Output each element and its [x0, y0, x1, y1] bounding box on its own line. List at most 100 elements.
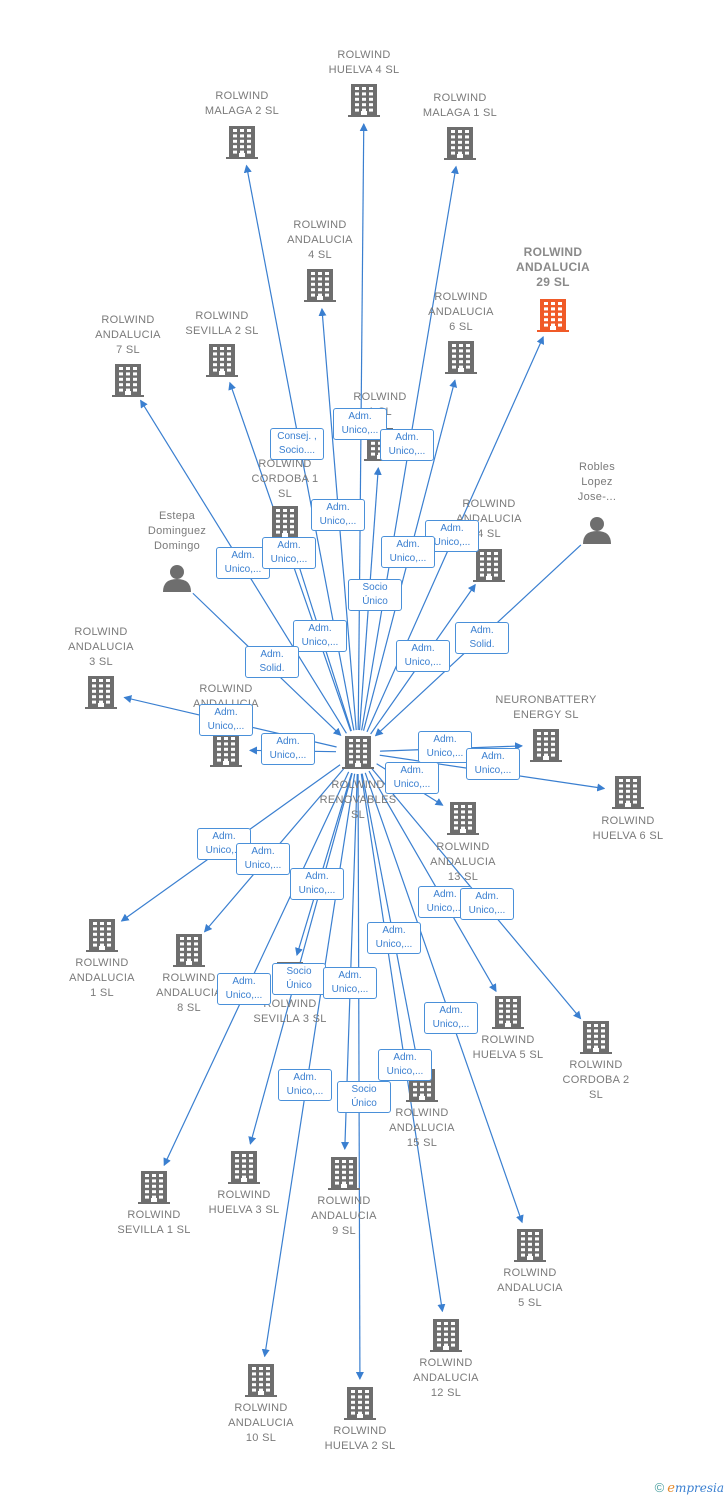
building-icon[interactable] — [580, 1021, 612, 1054]
node-label-andalucia7[interactable]: ROLWIND ANDALUCIA 7 SL — [95, 314, 161, 356]
node-label-andalucia12[interactable]: ROLWIND ANDALUCIA 12 SL — [413, 1357, 479, 1399]
edge-role-label[interactable]: Adm. Unico,... — [236, 843, 290, 875]
node-label-andalucia10[interactable]: ROLWIND ANDALUCIA 10 SL — [228, 1402, 294, 1444]
node-label-andalucia15[interactable]: ROLWIND ANDALUCIA 15 SL — [389, 1107, 455, 1149]
icon-layer — [85, 84, 644, 1420]
edge-role-label[interactable]: Adm. Unico,... — [460, 888, 514, 920]
edge-role-label[interactable]: Adm. Unico,... — [261, 733, 315, 765]
brand-e: e — [667, 1481, 675, 1496]
building-icon[interactable] — [228, 1151, 260, 1184]
edge-role-label[interactable]: Adm. Solid. — [245, 646, 299, 678]
person-icon[interactable] — [163, 565, 191, 592]
center-building-icon[interactable] — [342, 736, 374, 769]
node-label-robles[interactable]: Robles Lopez Jose-... — [577, 461, 617, 503]
edge-role-label[interactable]: Socio Único — [272, 963, 326, 995]
building-icon[interactable] — [328, 1157, 360, 1190]
edge-role-label[interactable]: Adm. Unico,... — [425, 520, 479, 552]
edge-role-label[interactable]: Adm. Solid. — [455, 622, 509, 654]
edge-role-label[interactable]: Adm. Unico,... — [396, 640, 450, 672]
building-icon[interactable] — [112, 364, 144, 397]
edge-role-label[interactable]: Adm. Unico,... — [323, 967, 377, 999]
edge-role-label[interactable]: Adm. Unico,... — [385, 762, 439, 794]
edge-role-label[interactable]: Adm. Unico,... — [380, 429, 434, 461]
node-label-cordoba1[interactable]: ROLWIND CORDOBA 1 SL — [251, 458, 319, 500]
building-icon[interactable] — [537, 299, 569, 332]
building-icon[interactable] — [348, 84, 380, 117]
node-label-huelva6[interactable]: ROLWIND HUELVA 6 SL — [592, 815, 664, 842]
node-label-andalucia5[interactable]: ROLWIND ANDALUCIA 5 SL — [497, 1267, 563, 1309]
building-icon[interactable] — [226, 126, 258, 159]
building-icon[interactable] — [304, 269, 336, 302]
edge-role-label[interactable]: Adm. Unico,... — [290, 868, 344, 900]
node-label-huelva2[interactable]: ROLWIND HUELVA 2 SL — [324, 1425, 396, 1452]
building-icon[interactable] — [473, 549, 505, 582]
node-label-neuron[interactable]: NEURONBATTERY ENERGY SL — [495, 694, 597, 721]
node-label-andalucia9[interactable]: ROLWIND ANDALUCIA 9 SL — [311, 1195, 377, 1237]
building-icon[interactable] — [514, 1229, 546, 1262]
node-label-andalucia13[interactable]: ROLWIND ANDALUCIA 13 SL — [430, 841, 496, 883]
building-icon[interactable] — [210, 734, 242, 767]
edge-c-huelva2 — [355, 773, 364, 1381]
node-label-andalucia29[interactable]: ROLWIND ANDALUCIA 29 SL — [515, 245, 591, 289]
building-icon[interactable] — [173, 934, 205, 967]
node-label-sevilla2[interactable]: ROLWIND SEVILLA 2 SL — [185, 310, 259, 337]
copyright-icon: © — [654, 1480, 665, 1495]
node-label-malaga2[interactable]: ROLWIND MALAGA 2 SL — [204, 90, 280, 117]
edge-role-label[interactable]: Consej. , Socio.... — [270, 428, 324, 460]
building-icon[interactable] — [492, 996, 524, 1029]
node-label-andalucia8[interactable]: ROLWIND ANDALUCIA 8 SL — [156, 972, 222, 1014]
building-icon[interactable] — [85, 676, 117, 709]
edge-role-label[interactable]: Adm. Unico,... — [418, 731, 472, 763]
node-label-huelva4[interactable]: ROLWIND HUELVA 4 SL — [328, 49, 400, 76]
edge-role-label[interactable]: Socio Único — [337, 1081, 391, 1113]
node-label-huelva3[interactable]: ROLWIND HUELVA 3 SL — [208, 1189, 280, 1216]
node-label-sevilla1[interactable]: ROLWIND SEVILLA 1 SL — [117, 1209, 191, 1236]
brand-name: mpresia — [674, 1481, 724, 1495]
edge-role-label[interactable]: Adm. Unico,... — [424, 1002, 478, 1034]
edge-role-label[interactable]: Adm. Unico,... — [466, 748, 520, 780]
node-label-malaga1[interactable]: ROLWIND MALAGA 1 SL — [422, 92, 498, 119]
node-label-cordoba2[interactable]: ROLWIND CORDOBA 2 SL — [562, 1059, 630, 1101]
edge-role-label[interactable]: Adm. Unico,... — [311, 499, 365, 531]
edge-role-label[interactable]: Adm. Unico,... — [199, 704, 253, 736]
node-label-andalucia6[interactable]: ROLWIND ANDALUCIA 6 SL — [428, 291, 494, 333]
building-icon[interactable] — [530, 729, 562, 762]
building-icon[interactable] — [612, 776, 644, 809]
building-icon[interactable] — [138, 1171, 170, 1204]
building-icon[interactable] — [269, 506, 301, 539]
edge-role-label[interactable]: Adm. Unico,... — [381, 536, 435, 568]
building-icon[interactable] — [344, 1387, 376, 1420]
footer-brand: ©empresia — [655, 1480, 724, 1496]
edge-c-andalucia15 — [361, 773, 421, 1063]
edge-c-andalucia12 — [360, 773, 446, 1313]
edge-role-label[interactable]: Adm. Unico,... — [262, 537, 316, 569]
node-label-estepa[interactable]: Estepa Dominguez Domingo — [147, 510, 207, 552]
building-icon[interactable] — [445, 341, 477, 374]
node-label-sevilla3[interactable]: ROLWIND SEVILLA 3 SL — [253, 998, 327, 1025]
edge-role-label[interactable]: Adm. Unico,... — [378, 1049, 432, 1081]
building-icon[interactable] — [444, 127, 476, 160]
edge-role-label[interactable]: Adm. Unico,... — [293, 620, 347, 652]
edge-c-huelva3 — [248, 773, 353, 1145]
node-label-andalucia3[interactable]: ROLWIND ANDALUCIA 3 SL — [68, 626, 134, 668]
building-icon[interactable] — [447, 802, 479, 835]
building-icon[interactable] — [245, 1364, 277, 1397]
building-icon[interactable] — [86, 919, 118, 952]
node-label-andalucia4[interactable]: ROLWIND ANDALUCIA 4 SL — [287, 219, 353, 261]
edge-role-label[interactable]: Adm. Unico,... — [217, 973, 271, 1005]
edge-c-sevilla3 — [295, 772, 353, 956]
edge-c-andalucia5 — [364, 772, 524, 1224]
edge-role-label[interactable]: Socio Único — [348, 579, 402, 611]
building-icon[interactable] — [206, 344, 238, 377]
edge-role-label[interactable]: Adm. Unico,... — [367, 922, 421, 954]
edge-c-huelva5 — [368, 770, 497, 993]
person-icon[interactable] — [583, 517, 611, 544]
node-label-andalucia1[interactable]: ROLWIND ANDALUCIA 1 SL — [69, 957, 135, 999]
edge-role-label[interactable]: Adm. Unico,... — [333, 408, 387, 440]
edge-role-label[interactable]: Adm. Unico,... — [278, 1069, 332, 1101]
edge-c-sevilla1 — [163, 771, 350, 1167]
building-icon[interactable] — [430, 1319, 462, 1352]
node-label-huelva5[interactable]: ROLWIND HUELVA 5 SL — [472, 1034, 544, 1061]
edge-role-label[interactable]: Adm. Unico,... — [216, 547, 270, 579]
center-node-label: ROLWIND RENOVABLES SL — [319, 779, 397, 821]
